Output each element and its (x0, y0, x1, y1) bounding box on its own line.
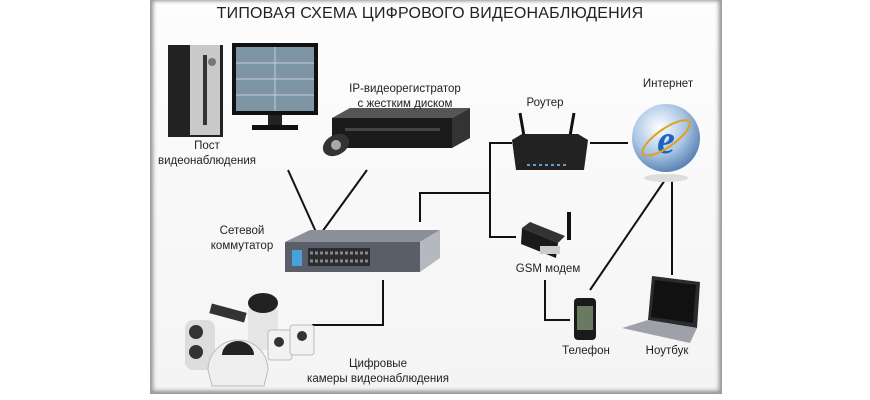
label-dvr: IP-видеорегистратор с жестким диском (349, 82, 461, 112)
label-switch-line2: коммутатор (210, 240, 274, 252)
label-dvr-line1: IP-видеорегистратор (349, 83, 461, 95)
phone-icon (574, 298, 596, 340)
line-internet-phone (589, 179, 666, 291)
label-cameras-line1: Цифровые (349, 358, 407, 370)
label-post-line1: Пост (194, 140, 220, 152)
internet-globe-icon: e (632, 104, 700, 182)
label-switch-line1: Сетевой (219, 225, 265, 237)
line-switch-cameras (312, 280, 384, 326)
label-post: Пост видеонаблюдения (158, 139, 256, 169)
connection-lines (287, 142, 673, 326)
label-internet: Интернет (642, 78, 694, 90)
hard-disk-icon (322, 133, 350, 157)
line-dvr-switch (321, 169, 368, 233)
laptop-icon (622, 276, 700, 343)
router-icon (512, 112, 588, 170)
label-laptop: Ноутбук (645, 345, 689, 357)
label-cameras-line2: камеры видеонаблюдения (307, 373, 449, 385)
monitor-icon (232, 43, 318, 130)
gsm-modem-icon (521, 212, 571, 258)
diagram-title: ТИПОВАЯ СХЕМА ЦИФРОВОГО ВИДЕОНАБЛЮДЕНИЯ (216, 5, 644, 22)
cameras-icon (185, 293, 315, 387)
pc-tower-icon (168, 45, 223, 137)
label-phone: Телефон (562, 345, 610, 357)
line-post-switch (287, 169, 317, 233)
label-switch: Сетевой коммутатор (211, 224, 273, 254)
line-switch-hub (419, 192, 490, 222)
network-switch-icon (285, 230, 440, 272)
label-gsm: GSM модем (515, 263, 581, 275)
label-post-line2: видеонаблюдения (157, 155, 257, 167)
line-hub-router-gsm (489, 142, 516, 238)
label-router: Роутер (526, 97, 564, 109)
line-gsm-phone (544, 280, 570, 321)
dvr-icon (332, 108, 470, 148)
label-cameras: Цифровые камеры видеонаблюдения (307, 357, 449, 387)
label-dvr-line2: с жестким диском (357, 98, 453, 110)
